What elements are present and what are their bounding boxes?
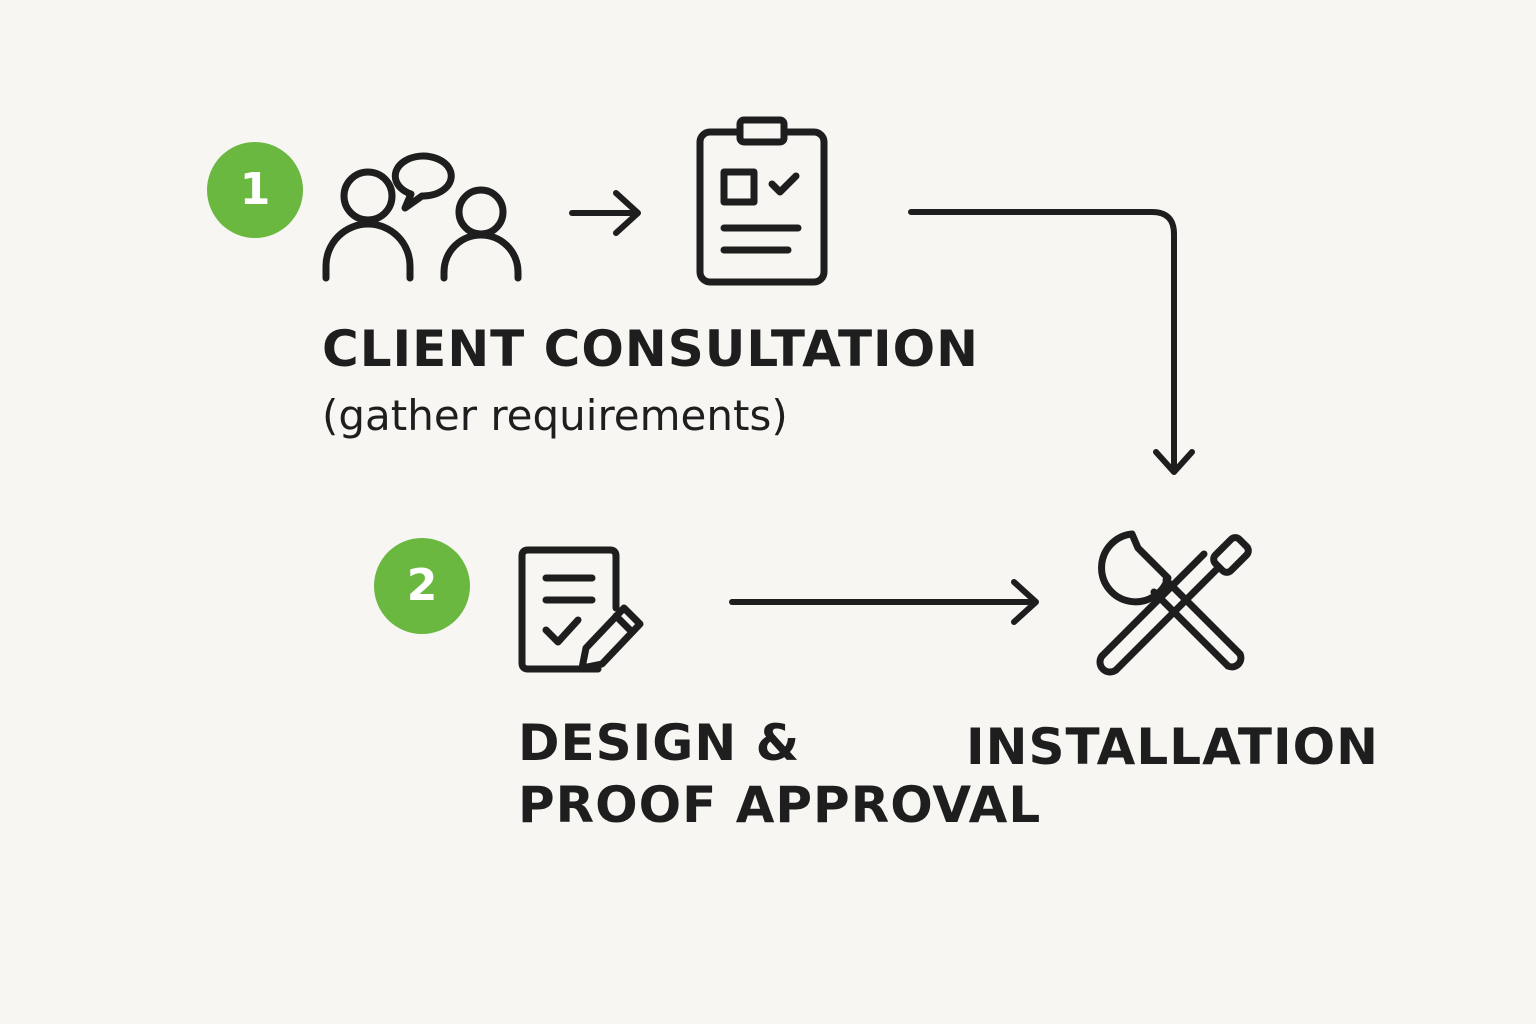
step-2-badge: 2 [374, 538, 470, 634]
wrench-screwdriver-icon [1096, 530, 1252, 676]
people-chat-icon [322, 152, 522, 282]
step-installation-title: INSTALLATION [966, 718, 1379, 776]
step-consultation-title: CLIENT CONSULTATION [322, 320, 980, 378]
step-consultation-subtitle: (gather requirements) [322, 391, 788, 440]
step-design-title-line-1: DESIGN & [518, 714, 801, 772]
arrow-design-to-installation [729, 579, 1039, 625]
document-pencil-icon [518, 546, 644, 673]
step-1-badge: 1 [207, 142, 303, 238]
step-design-title: DESIGN & PROOF APPROVAL [518, 712, 1041, 836]
clipboard-checklist-icon [696, 116, 828, 286]
step-design-title-line-2: PROOF APPROVAL [518, 776, 1042, 834]
arrow-people-to-clipboard [569, 190, 641, 236]
